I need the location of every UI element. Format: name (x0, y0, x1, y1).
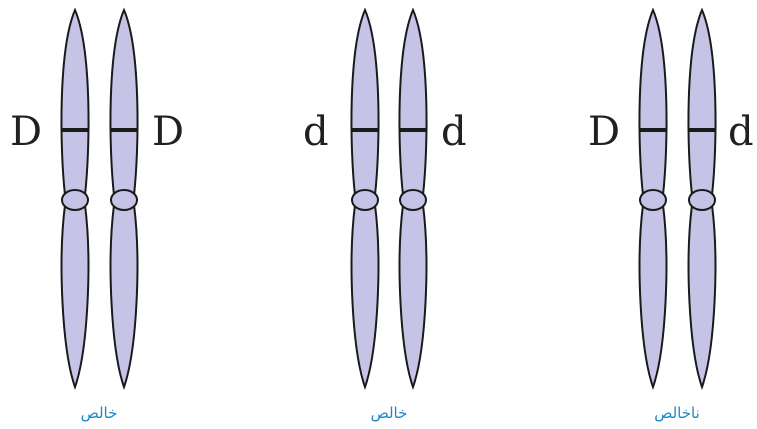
chromosome-lower-arm (640, 205, 667, 387)
chromosome-lower-arm (400, 205, 427, 387)
chromosome-1-right (110, 10, 137, 387)
chromosome-2-right (399, 10, 426, 387)
centromere (689, 190, 715, 210)
genotype-caption: خالص (371, 404, 408, 422)
chromosome-upper-arm (351, 10, 378, 195)
chromosome-pair-3: D d ناخالص (588, 10, 754, 422)
chromosome-3-right (688, 10, 715, 387)
allele-label-left: d (303, 109, 329, 155)
centromere (352, 190, 378, 210)
allele-label-left: D (10, 109, 42, 155)
chromosome-upper-arm (110, 10, 137, 195)
chromosome-1-left (61, 10, 88, 387)
chromosome-lower-arm (62, 205, 89, 387)
chromosome-lower-arm (352, 205, 379, 387)
genotype-caption: ناخالص (654, 404, 700, 422)
centromere (640, 190, 666, 210)
allele-label-right: d (441, 109, 467, 155)
centromere (111, 190, 137, 210)
chromosome-upper-arm (61, 10, 88, 195)
chromosome-upper-arm (639, 10, 666, 195)
allele-label-left: D (588, 109, 620, 155)
genotype-caption: خالص (81, 404, 118, 422)
chromosome-pair-1: D D خالص (10, 10, 184, 422)
chromosome-3-left (639, 10, 666, 387)
centromere (62, 190, 88, 210)
chromosome-pair-2: d d خالص (303, 10, 467, 422)
chromosome-2-left (351, 10, 378, 387)
allele-label-right: D (152, 109, 184, 155)
allele-label-right: d (728, 109, 754, 155)
chromosome-upper-arm (399, 10, 426, 195)
chromosome-upper-arm (688, 10, 715, 195)
chromosome-lower-arm (111, 205, 138, 387)
centromere (400, 190, 426, 210)
chromosome-lower-arm (689, 205, 716, 387)
